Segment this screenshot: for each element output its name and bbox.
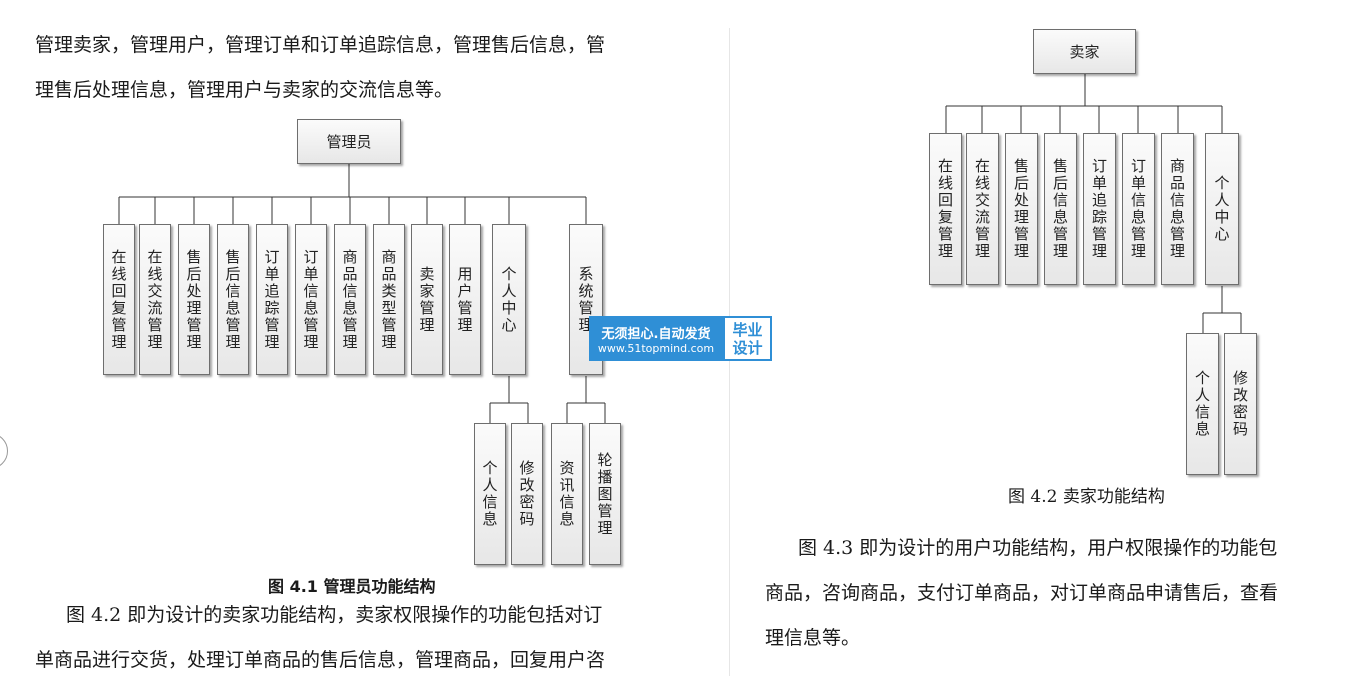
diagram-node: 订单信息管理 (1122, 133, 1155, 285)
watermark-tag: 毕业 设计 (723, 316, 772, 361)
diagram-node: 商品信息管理 (334, 224, 366, 375)
diagram-node: 售后信息管理 (217, 224, 249, 375)
diagram-node: 卖家管理 (411, 224, 443, 375)
right-para-line-2: 商品，咨询商品，支付订单商品，对订单商品申请售后，查看 (765, 582, 1279, 604)
watermark-text-block: 无须担心.自动发货 www.51topmind.com (589, 316, 723, 361)
diagram-subnode: 轮播图管理 (589, 423, 621, 565)
diagram-node: 订单追踪管理 (256, 224, 288, 375)
watermark-badge: 无须担心.自动发货 www.51topmind.com 毕业 设计 (589, 316, 772, 361)
diagram-root-admin: 管理员 (297, 119, 401, 164)
diagram-subnode: 个人信息 (474, 423, 506, 565)
diagram-node: 在线回复管理 (103, 224, 135, 375)
left-para-bottom-1: 图 4.2 即为设计的卖家功能结构，卖家权限操作的功能包括对订 (66, 604, 603, 626)
left-para-line-2: 理售后处理信息，管理用户与卖家的交流信息等。 (35, 79, 454, 101)
watermark-tag-line2: 设计 (732, 338, 763, 357)
watermark-url: www.51topmind.com (597, 341, 715, 355)
diagram-node: 订单信息管理 (295, 224, 327, 375)
left-para-bottom-2: 单商品进行交货，处理订单商品的售后信息，管理商品，回复用户咨 (35, 649, 606, 671)
diagram-subnode: 修改密码 (1224, 333, 1257, 475)
diagram-node: 在线交流管理 (139, 224, 171, 375)
watermark-slogan: 无须担心.自动发货 (601, 326, 711, 342)
diagram-root-seller: 卖家 (1033, 29, 1136, 74)
right-para-line-3: 理信息等。 (765, 627, 861, 649)
figure-caption-4-1: 图 4.1 管理员功能结构 (268, 577, 436, 596)
diagram-subnode: 个人信息 (1186, 333, 1219, 475)
diagram-node: 在线交流管理 (966, 133, 999, 285)
diagram-node-personal-center: 个人中心 (492, 224, 526, 375)
diagram-node: 用户管理 (449, 224, 481, 375)
diagram-subnode: 修改密码 (511, 423, 543, 565)
diagram-node: 订单追踪管理 (1083, 133, 1116, 285)
diagram-node: 售后信息管理 (1044, 133, 1077, 285)
diagram-node: 商品类型管理 (373, 224, 405, 375)
right-para-line-1: 图 4.3 即为设计的用户功能结构，用户权限操作的功能包 (798, 537, 1278, 559)
diagram-node: 售后处理管理 (1005, 133, 1038, 285)
watermark-tag-line1: 毕业 (732, 320, 763, 339)
diagram-node: 售后处理管理 (178, 224, 210, 375)
figure-caption-4-2: 图 4.2 卖家功能结构 (1008, 487, 1165, 507)
diagram-subnode: 资讯信息 (551, 423, 583, 565)
diagram-node-personal-center: 个人中心 (1205, 133, 1239, 285)
left-para-line-1: 管理卖家，管理用户，管理订单和订单追踪信息，管理售后信息，管 (35, 34, 606, 56)
diagram-node: 商品信息管理 (1161, 133, 1194, 285)
diagram-node: 在线回复管理 (929, 133, 962, 285)
